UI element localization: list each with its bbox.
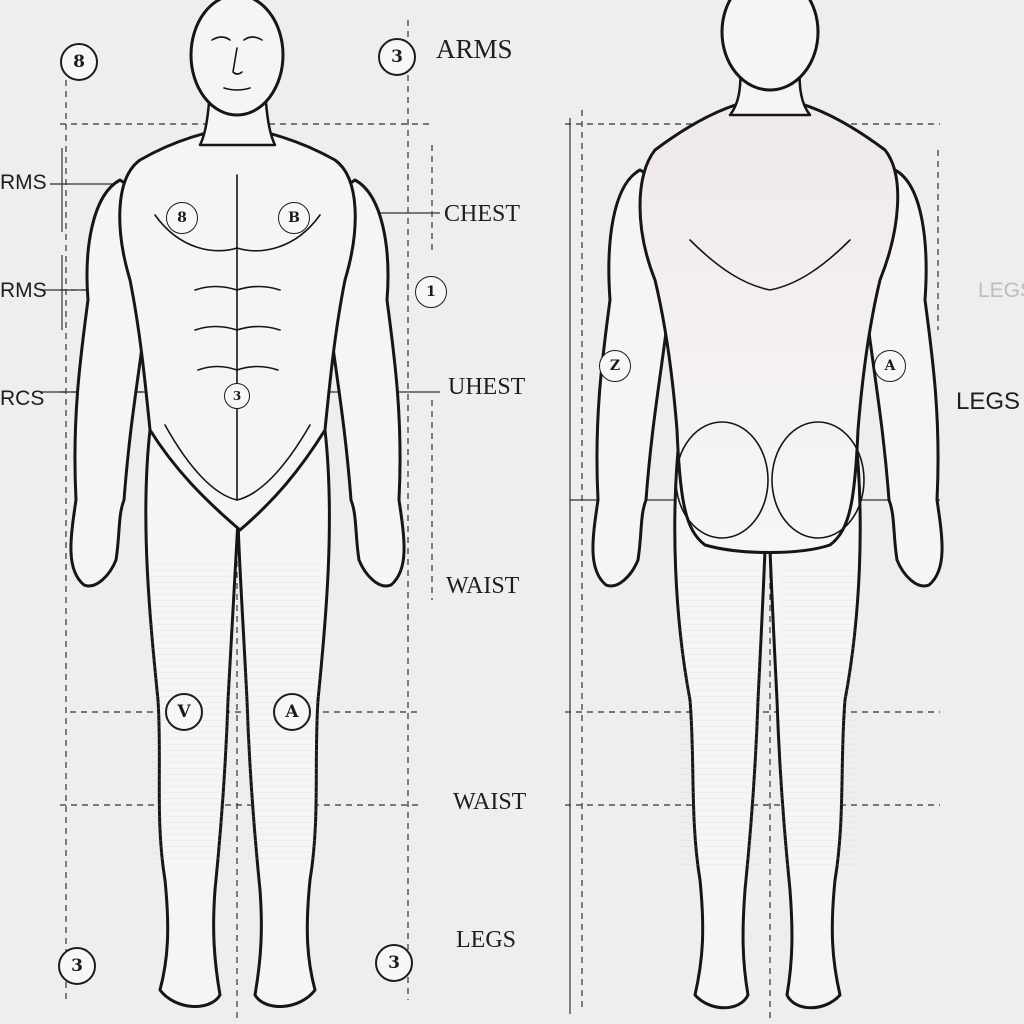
back-torso <box>638 96 900 554</box>
marker-back-elbow-right: A <box>874 350 906 382</box>
marker-navel: 3 <box>224 383 250 409</box>
marker-side-1: 1 <box>415 276 447 308</box>
label-rcs: RCS <box>0 387 45 410</box>
label-rms-1: RMS <box>0 171 47 194</box>
label-legs-back: LEGS <box>956 388 1021 415</box>
label-rms-2: RMS <box>0 279 47 302</box>
back-figure <box>591 0 944 1010</box>
label-chest-1: CHEST <box>444 201 521 227</box>
label-chest-2: UHEST <box>448 374 526 400</box>
marker-back-elbow-left: Z <box>599 350 631 382</box>
marker-head-right: 3 <box>378 38 416 76</box>
marker-knee-left: V <box>165 693 203 731</box>
label-waist-1: WAIST <box>446 573 520 599</box>
front-head <box>189 0 285 117</box>
label-legs-faint: LEGS <box>978 279 1024 302</box>
back-head <box>720 0 820 92</box>
marker-pec-right: B <box>278 202 310 234</box>
label-arms-top: ARMS <box>436 34 513 64</box>
marker-knee-right: A <box>273 693 311 731</box>
marker-head-left: 8 <box>60 43 98 81</box>
label-legs-front: LEGS <box>456 927 516 953</box>
marker-foot-left: 3 <box>58 947 96 985</box>
marker-pec-left: 8 <box>166 202 198 234</box>
front-figure <box>69 0 406 1008</box>
marker-foot-right: 3 <box>375 944 413 982</box>
label-waist-2: WAIST <box>453 789 527 815</box>
